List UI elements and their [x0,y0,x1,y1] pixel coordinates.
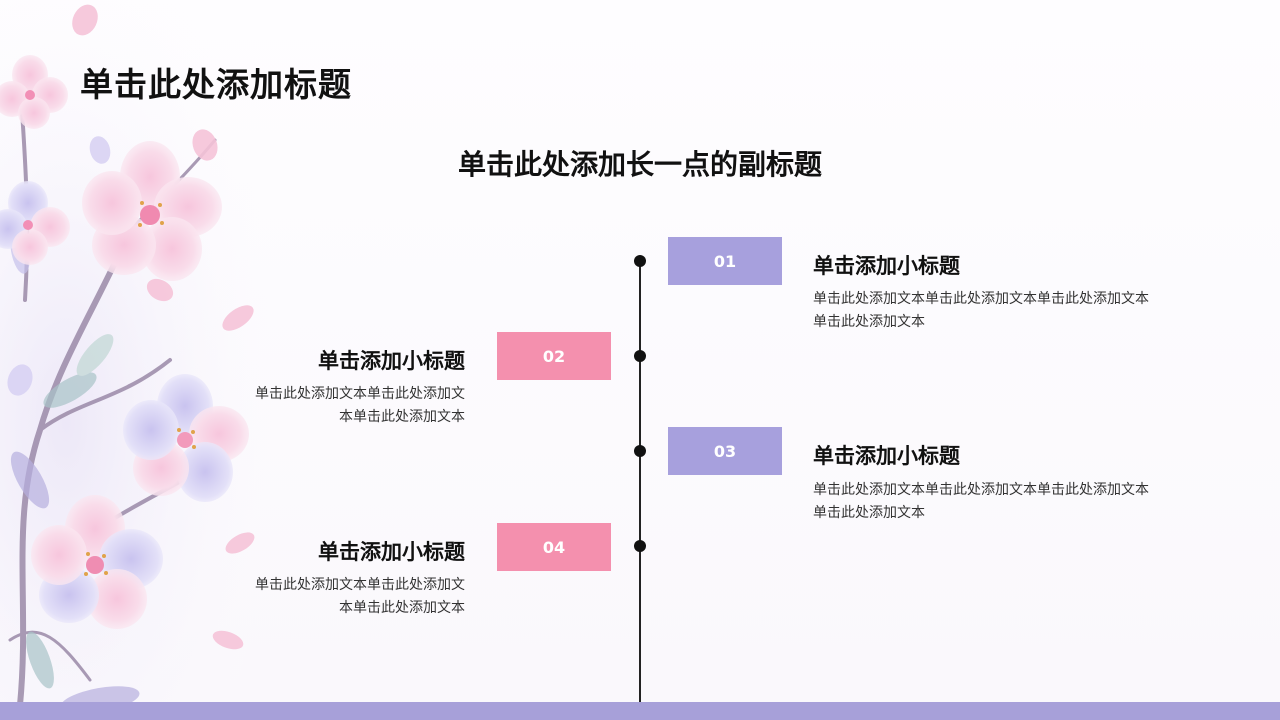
item-text-4[interactable]: 单击此处添加文本单击此处添加文 本单击此处添加文本 [205,574,465,620]
cherry-blossom-branch-illustration [0,0,330,705]
step-number-box-4: 04 [497,523,611,571]
step-number-label: 03 [713,441,737,461]
timeline-line [639,261,641,702]
item-heading-4[interactable]: 单击添加小标题 [318,540,465,564]
timeline-dot-4 [634,540,646,552]
item-heading-1[interactable]: 单击添加小标题 [813,254,960,278]
timeline-dot-1 [634,255,646,267]
item-text-line: 本单击此处添加文本 [339,600,465,616]
bottom-accent-bar [0,702,1280,720]
item-text-line: 单击此处添加文本单击此处添加文 [255,577,465,593]
item-heading-2[interactable]: 单击添加小标题 [318,349,465,373]
item-text-line: 单击此处添加文本单击此处添加文本单击此处添加文本 [813,291,1149,307]
item-text-line: 单击此处添加文本单击此处添加文本单击此处添加文本 [813,482,1149,498]
item-text-line: 单击此处添加文本单击此处添加文 [255,386,465,402]
item-text-line: 本单击此处添加文本 [339,409,465,425]
slide-title[interactable]: 单击此处添加标题 [80,65,352,104]
item-text-3[interactable]: 单击此处添加文本单击此处添加文本单击此处添加文本 单击此处添加文本 [813,479,1233,525]
item-text-1[interactable]: 单击此处添加文本单击此处添加文本单击此处添加文本 单击此处添加文本 [813,288,1233,334]
step-number-box-3: 03 [668,427,782,475]
slide-subtitle[interactable]: 单击此处添加长一点的副标题 [457,148,822,181]
timeline-dot-2 [634,350,646,362]
item-text-line: 单击此处添加文本 [813,314,925,330]
step-number-box-2: 02 [497,332,611,380]
step-number-label: 04 [542,537,566,557]
step-number-label: 01 [713,251,737,271]
item-text-2[interactable]: 单击此处添加文本单击此处添加文 本单击此处添加文本 [205,383,465,429]
step-number-box-1: 01 [668,237,782,285]
step-number-label: 02 [542,346,566,366]
timeline-dot-3 [634,445,646,457]
item-heading-3[interactable]: 单击添加小标题 [813,444,960,468]
item-text-line: 单击此处添加文本 [813,505,925,521]
